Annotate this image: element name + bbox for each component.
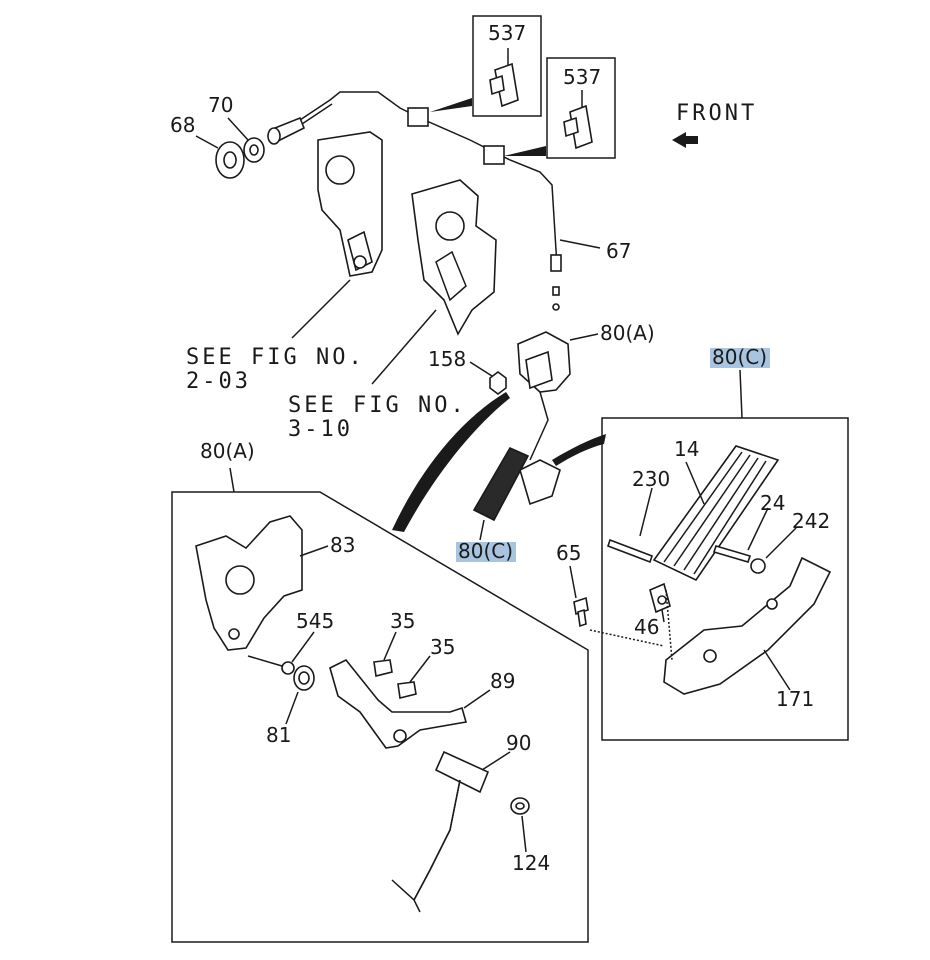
see-fig-note-3-10-line1: SEE FIG NO. <box>288 393 467 418</box>
label-35-b: 35 <box>430 635 455 659</box>
see-fig-note-2-03-line2: 2-03 <box>186 369 251 394</box>
label-81: 81 <box>266 723 291 747</box>
bolt-65 <box>573 596 589 628</box>
adjusting-nut-68 <box>215 141 245 179</box>
label-14: 14 <box>674 437 699 461</box>
label-24: 24 <box>760 491 785 515</box>
pedal-assembly-80a-small <box>517 331 571 461</box>
pointer-wedge <box>392 392 510 532</box>
see-fig-note-3-10-line2: 3-10 <box>288 417 353 442</box>
pedal-bracket-ref-2-03 <box>317 131 383 277</box>
label-46: 46 <box>634 615 659 639</box>
clip-detail-box-537-top <box>472 15 542 117</box>
pointer-wedge <box>552 434 606 466</box>
label-67: 67 <box>606 239 631 263</box>
callout-labels: 537 537 FRONT 68 70 67 80(A) 158 SEE FIG… <box>170 21 830 875</box>
label-68: 68 <box>170 113 195 137</box>
detail-box-80a <box>171 467 589 943</box>
pointer-wedge <box>504 146 546 156</box>
label-171: 171 <box>776 687 814 711</box>
label-highlight <box>710 348 770 368</box>
label-80a-box: 80(A) <box>200 439 255 463</box>
nut-158 <box>489 371 507 395</box>
accelerator-pedal-80c <box>472 446 561 522</box>
front-arrow-icon <box>672 132 698 148</box>
label-89: 89 <box>490 669 515 693</box>
label-545: 545 <box>296 609 334 633</box>
label-90: 90 <box>506 731 531 755</box>
cable-end-fitting <box>267 116 306 145</box>
label-65: 65 <box>556 541 581 565</box>
dash-panel-bracket-ref-3-10 <box>411 179 497 336</box>
clip-detail-box-537-right <box>546 57 616 159</box>
label-80a-top: 80(A) <box>600 321 655 345</box>
label-124: 124 <box>512 851 550 875</box>
label-158: 158 <box>428 347 466 371</box>
detail-box-80c <box>601 369 849 741</box>
label-35-a: 35 <box>390 609 415 633</box>
label-80c-top: 80(C) <box>712 345 767 369</box>
lock-nut-70 <box>243 137 265 163</box>
pointer-wedge <box>430 98 472 112</box>
label-front: FRONT <box>676 101 757 126</box>
label-230: 230 <box>632 467 670 491</box>
see-fig-note-2-03-line1: SEE FIG NO. <box>186 345 365 370</box>
label-70: 70 <box>208 93 233 117</box>
label-537-right: 537 <box>563 65 601 89</box>
label-highlight <box>456 542 516 562</box>
label-242: 242 <box>792 509 830 533</box>
label-537-top: 537 <box>488 21 526 45</box>
label-80c-mid: 80(C) <box>458 539 513 563</box>
accelerator-cable-67 <box>299 91 562 311</box>
label-83: 83 <box>330 533 355 557</box>
